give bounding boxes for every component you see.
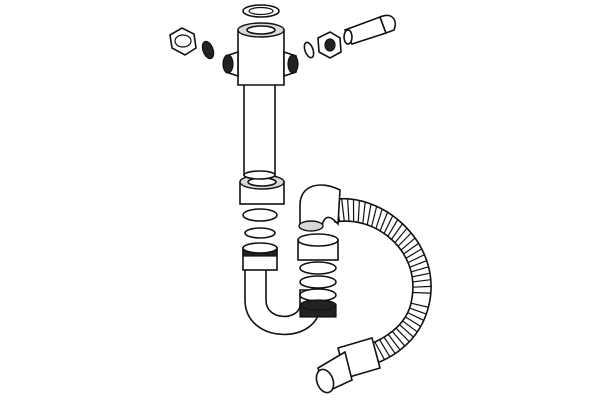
hose-rib: [357, 200, 360, 223]
hose-rib: [400, 237, 416, 251]
right-cap-nut: [317, 31, 342, 59]
hose-rib: [409, 260, 427, 268]
left-washer: [201, 40, 215, 60]
top-seal-ring: [242, 4, 280, 18]
hose-rib: [395, 327, 410, 343]
right-nut-stack: [297, 233, 339, 318]
hose-rib: [362, 201, 366, 224]
hose-rib: [379, 212, 389, 232]
hose-rib: [341, 198, 345, 222]
left-cap-nut: [169, 27, 197, 56]
corrugated-hose: [329, 197, 432, 371]
hose-rib: [412, 279, 431, 283]
hose-rib: [410, 302, 429, 308]
left-sleeve: [242, 208, 278, 271]
hose-rib: [371, 206, 378, 227]
hose-rib: [387, 219, 399, 237]
hose-rib: [405, 248, 422, 259]
hose-rib: [405, 316, 422, 327]
hose-rib: [394, 227, 408, 244]
right-washer: [303, 41, 315, 59]
hose-rib: [391, 330, 406, 347]
hose-rib: [407, 254, 425, 264]
hose-rib: [412, 272, 431, 278]
hose-rib: [403, 242, 419, 255]
vertical-pipe: [243, 81, 276, 180]
hose-rib: [412, 291, 431, 294]
hose-rib: [378, 339, 391, 358]
hose-rib: [374, 341, 386, 360]
hose-rib: [399, 324, 414, 338]
hose-rib: [346, 198, 350, 222]
hose-rib: [397, 232, 412, 247]
small-hose-connector: [343, 14, 396, 45]
hose-rib: [402, 320, 418, 333]
hose-rib: [387, 334, 401, 351]
hose-rib: [391, 223, 403, 240]
hose-rib: [375, 208, 383, 229]
tee-body: [222, 22, 299, 86]
elbow-fitting: [298, 184, 341, 232]
hose-rib: [383, 215, 394, 234]
hose-rib: [383, 336, 396, 354]
hose-rib: [366, 203, 372, 226]
hose-rib: [409, 307, 427, 315]
hose-rib: [407, 312, 424, 322]
hose-rib: [412, 285, 432, 288]
hose-rib: [410, 266, 429, 273]
hose-end-connector: [315, 337, 381, 394]
